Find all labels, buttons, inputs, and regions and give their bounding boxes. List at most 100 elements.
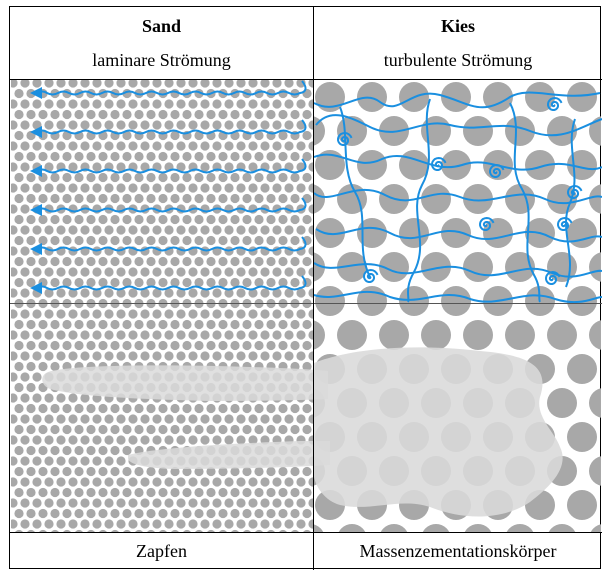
sand-grain [236,99,246,109]
sand-grain [116,519,126,529]
sand-grain [296,99,306,109]
sand-grain [32,225,42,235]
sand-grain [50,256,60,267]
sand-grain [272,414,282,424]
eddy-spiral [362,268,379,283]
sand-grain [302,340,312,351]
sand-grain [62,277,72,288]
sand-grain [80,309,90,319]
column-subtitle-sand: laminare Strömung [92,50,231,70]
sand-grain [62,151,72,162]
sand-grain [20,80,30,88]
sand-grain [56,498,66,508]
sand-grain [80,99,90,109]
sand-grain [104,99,114,109]
sand-grain [182,277,192,288]
sand-grain [194,403,204,414]
sand-grain [272,267,282,277]
sand-grain [207,529,215,532]
sand-grain [56,456,66,466]
sand-grain [188,80,198,88]
turbulent-flow-line [313,262,602,278]
sand-grain [14,88,24,99]
sand-grain [110,256,120,267]
sand-grain [68,225,78,235]
sand-grain [278,340,288,351]
sand-grain [254,235,264,246]
sand-grain [56,414,66,424]
sand-grain [146,214,156,225]
sand-grain [116,288,126,298]
sand-grain [51,529,59,532]
sand-grain [171,529,179,532]
sand-grain [164,141,174,151]
sand-grain [188,477,198,487]
sand-grain [164,351,174,361]
sand-grain [44,435,54,445]
sand-grain [296,267,306,277]
sand-grain [200,120,210,130]
sand-grain [176,225,186,235]
sand-grain [218,487,228,498]
sand-grain [152,498,162,508]
sand-grain [86,403,96,414]
sand-grain [86,151,96,162]
sand-grain [104,456,114,466]
sand-grain [122,151,132,162]
gravel-grain [315,150,345,180]
sand-grain [272,498,282,508]
sand-grain [266,172,276,183]
turbulent-flow-line [315,226,602,243]
sand-grain [104,80,114,88]
sand-grain [11,162,18,172]
sand-grain [62,403,72,414]
sand-grain [236,183,246,193]
sand-grain [218,256,228,267]
sand-grain [140,288,150,298]
sand-grain [44,80,54,88]
sand-grain [122,424,132,435]
sand-grain [206,109,216,120]
sand-grain [122,340,132,351]
sand-grain [50,214,60,225]
sand-grain [44,141,54,151]
sand-grain [254,508,264,519]
gravel-grain [337,252,367,282]
sand-grain [188,141,198,151]
sand-grain [158,508,168,519]
sand-grain [14,403,24,414]
sand-grain [116,267,126,277]
sand-grain [116,80,126,88]
sand-grain [296,288,306,298]
sand-grain [80,288,90,298]
sand-grain [308,498,313,508]
sand-grain [206,403,216,414]
sand-grain [236,435,246,445]
sand-grain [176,498,186,508]
sand-grain [236,80,246,88]
sand-grain [116,414,126,424]
sand-grain [104,225,114,235]
sand-grain [56,477,66,487]
sand-grain [147,529,155,532]
sand-grain [14,487,24,498]
sand-grain [254,172,264,183]
sand-grain [38,487,48,498]
sand-grain [248,351,258,361]
sand-grain [74,109,84,120]
sand-grain [50,172,60,183]
sand-grain [146,319,156,330]
sand-grain [254,151,264,162]
sand-grain [206,508,216,519]
flow-arrowhead [30,204,42,216]
sand-grain [128,120,138,130]
sand-grain [122,172,132,183]
sand-grain [86,109,96,120]
sand-grain [56,351,66,361]
sand-grain [152,141,162,151]
sand-grain [266,109,276,120]
flow-arrowhead [30,282,42,294]
sand-grain [200,225,210,235]
sand-grain [176,141,186,151]
sand-grain [290,151,300,162]
